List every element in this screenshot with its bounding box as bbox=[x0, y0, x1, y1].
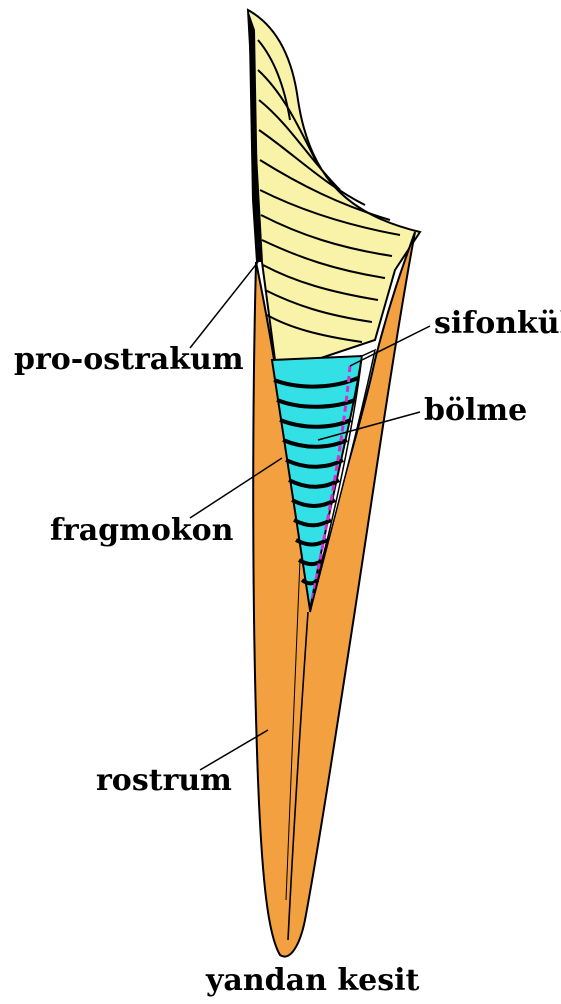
label-rostrum: rostrum bbox=[96, 766, 232, 796]
caption-yandan-kesit: yandan kesit bbox=[206, 966, 419, 996]
label-sifonkul: sifonkül bbox=[434, 309, 561, 339]
label-pro-ostrakum: pro-ostrakum bbox=[14, 345, 244, 375]
label-bolme: bölme bbox=[424, 396, 527, 426]
label-fragmokon: fragmokon bbox=[50, 516, 234, 546]
